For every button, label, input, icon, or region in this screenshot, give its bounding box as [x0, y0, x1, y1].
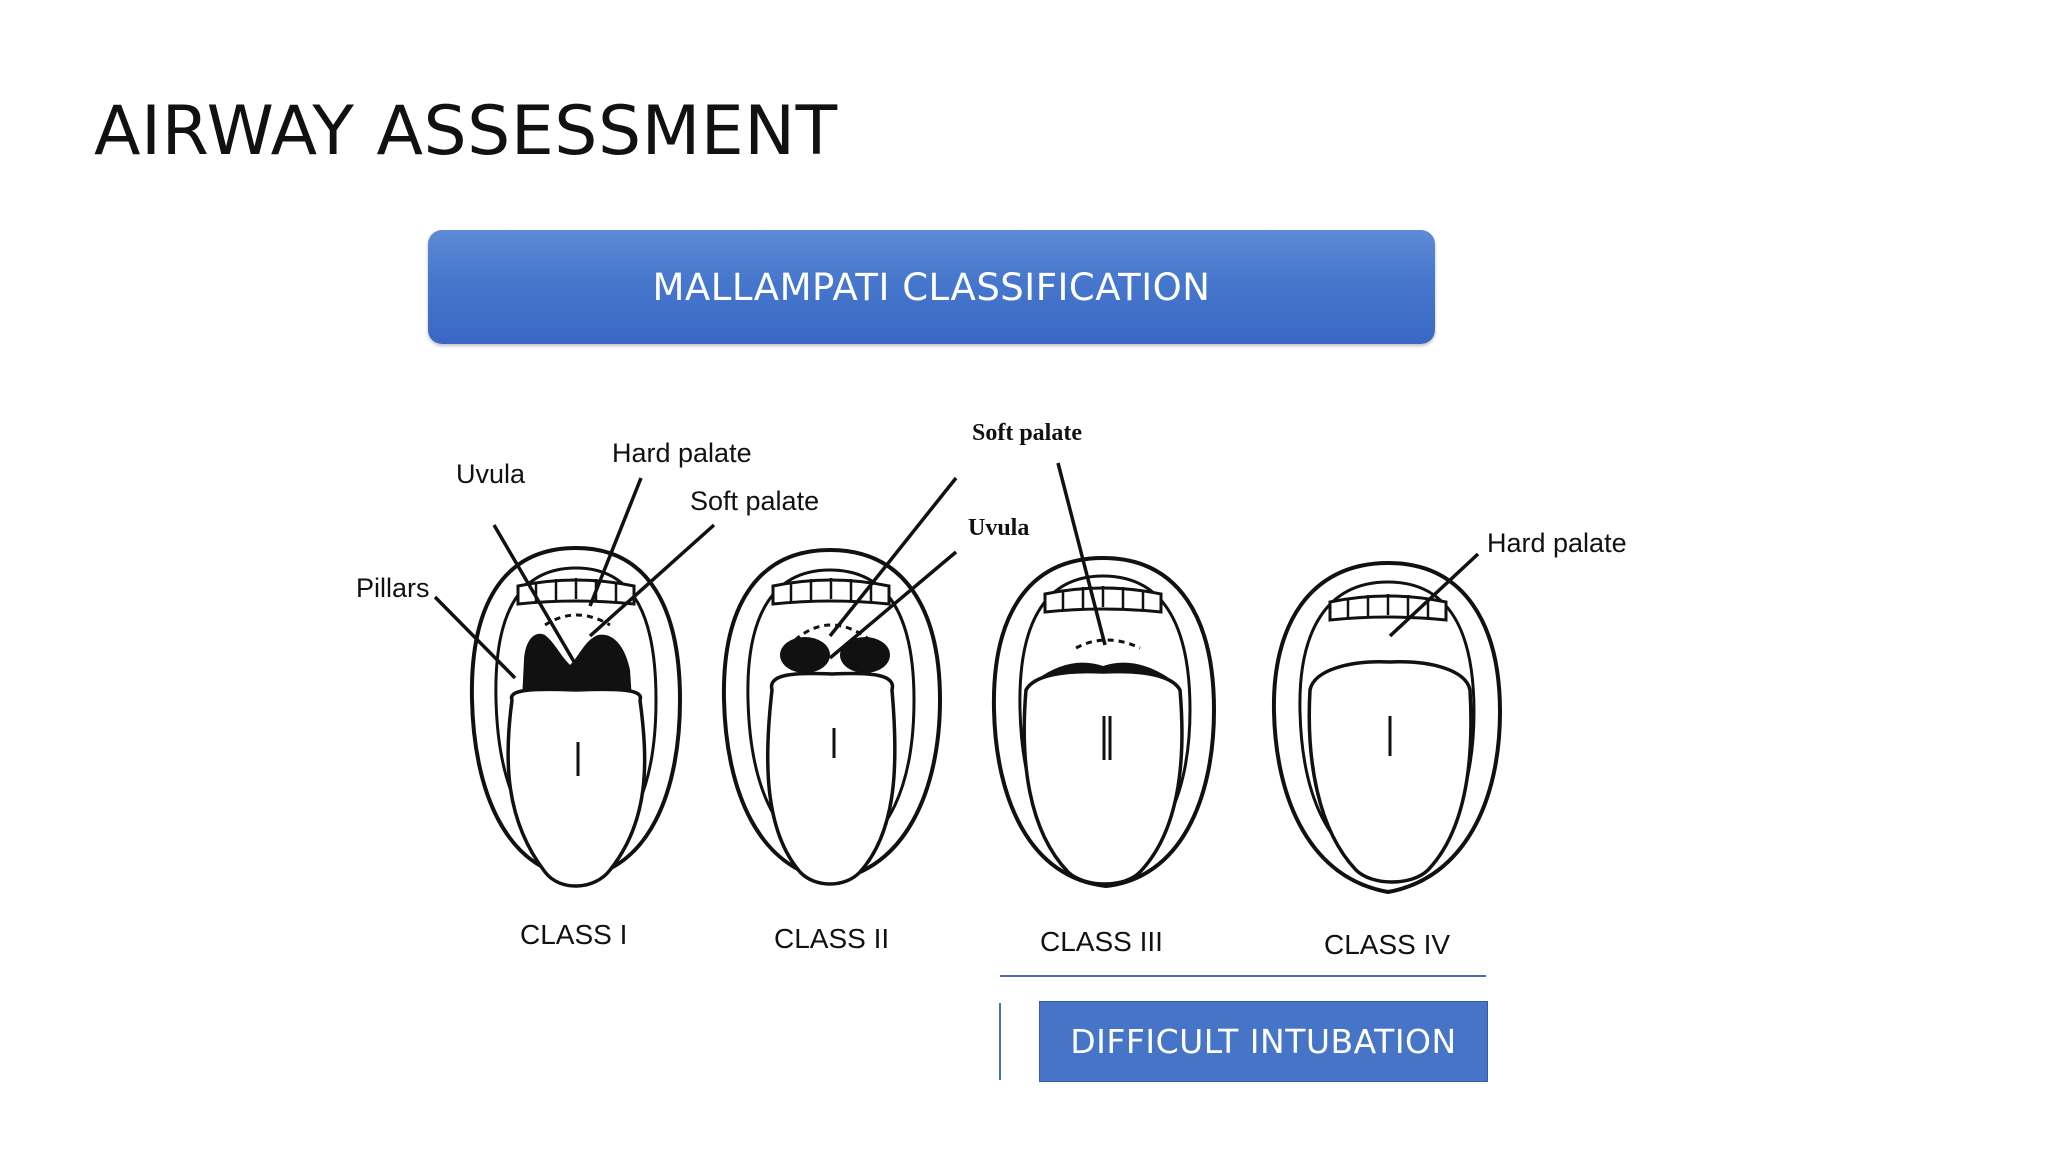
difficult-intubation-label: DIFFICULT INTUBATION	[1070, 1022, 1457, 1061]
slide-title: AIRWAY ASSESSMENT	[94, 92, 838, 171]
class1-mouth-illustration	[433, 477, 716, 888]
difficult-divider-line	[1000, 975, 1486, 977]
mallampati-banner: MALLAMPATI CLASSIFICATION	[428, 230, 1435, 344]
class1-soft-palate-label: Soft palate	[690, 486, 819, 516]
difficult-divider-tick	[999, 1003, 1001, 1080]
class1-uvula-label: Uvula	[456, 459, 526, 489]
class1-pillars-label: Pillars	[356, 573, 430, 603]
banner-label: MALLAMPATI CLASSIFICATION	[652, 265, 1211, 309]
class2-uvula-label: Uvula	[968, 515, 1029, 541]
class1-hard-palate-label: Hard palate	[612, 438, 752, 468]
class4-mouth-illustration	[1271, 552, 1503, 895]
class2-mouth-illustration	[721, 476, 958, 886]
class2-caption: CLASS II	[774, 923, 889, 954]
difficult-intubation-box: DIFFICULT INTUBATION	[1039, 1001, 1488, 1082]
class3-mouth-illustration	[991, 462, 1217, 889]
class4-hard-palate-label: Hard palate	[1487, 528, 1627, 558]
class4-caption: CLASS IV	[1324, 929, 1450, 960]
class2-soft-palate-label: Soft palate	[972, 420, 1082, 446]
class3-caption: CLASS III	[1040, 926, 1163, 957]
class1-caption: CLASS I	[520, 919, 627, 950]
